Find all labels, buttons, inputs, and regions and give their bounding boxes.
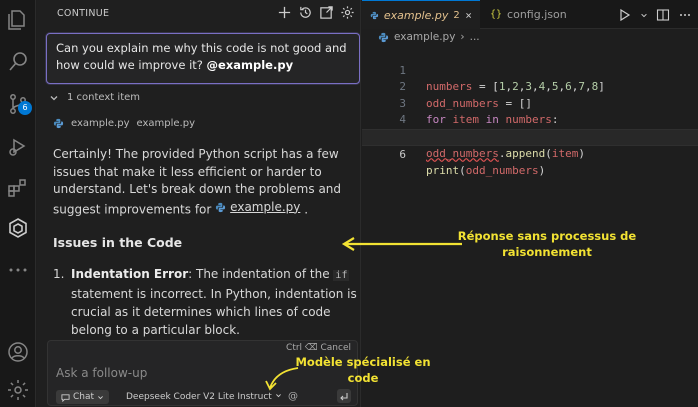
settings-icon[interactable] — [6, 378, 30, 402]
continue-panel: CONTINUE Can you explain me why this cod… — [37, 0, 361, 407]
breadcrumb-more[interactable]: ... — [469, 31, 480, 43]
line-number: 1 — [399, 63, 406, 77]
model-select[interactable]: Deepseek Coder V2 Lite Instruct — [126, 390, 282, 404]
annotation-arrow — [341, 237, 462, 251]
code-line: 1 numbers = [1,2,3,4,5,6,7,8] — [362, 46, 698, 94]
split-editor-icon[interactable] — [656, 7, 670, 21]
line-text: print(odd_numbers) — [426, 164, 546, 178]
code-line: 6 print(odd_numbers) — [362, 128, 698, 177]
more-icon[interactable] — [6, 258, 30, 282]
mention-button[interactable]: @ — [288, 391, 298, 402]
tab-label: example.py — [383, 8, 449, 22]
account-icon[interactable] — [6, 340, 30, 364]
line-text: odd_numbers = [] — [426, 96, 532, 110]
extensions-icon[interactable] — [6, 176, 30, 200]
chevron-down-icon — [275, 394, 281, 398]
model-label: Deepseek Coder V2 Lite Instruct — [126, 392, 272, 402]
more-actions-icon[interactable] — [678, 7, 692, 21]
line-number: 4 — [399, 113, 406, 127]
panel-title: CONTINUE — [57, 8, 110, 19]
annotation-model: Modèle spécialisé en code — [295, 355, 431, 385]
answer-end: . — [304, 201, 309, 216]
gear-icon[interactable] — [340, 5, 355, 20]
line-text: odd_numbers.append(item) — [426, 146, 585, 160]
python-file-icon — [370, 11, 379, 19]
search-icon[interactable] — [6, 50, 30, 74]
context-file-name: example.py — [71, 118, 130, 129]
inline-code: if — [333, 270, 350, 281]
activity-bar: 6 — [0, 0, 36, 407]
editor-tabs: example.py 2 {} config.json — [362, 0, 698, 29]
close-icon[interactable] — [465, 11, 472, 20]
python-file-icon — [216, 202, 226, 212]
breadcrumb: example.py › ... — [378, 31, 480, 43]
enter-icon — [340, 393, 348, 401]
list-item: 1. Indentation Error: The indentation of… — [53, 265, 359, 339]
open-new-window-icon[interactable] — [319, 5, 334, 20]
context-file-path: example.py — [136, 118, 196, 129]
breadcrumb-file[interactable]: example.py — [394, 31, 456, 43]
line-number: 2 — [399, 80, 406, 94]
python-file-icon — [53, 118, 64, 129]
send-button[interactable] — [337, 389, 351, 403]
mode-select[interactable]: Chat — [56, 390, 110, 404]
panel-header: CONTINUE — [37, 0, 360, 28]
problem-count: 2 — [453, 9, 460, 21]
context-label: 1 context item — [67, 92, 141, 103]
answer-file-link[interactable]: example.py — [230, 199, 301, 214]
tab-config-json[interactable]: {} config.json — [482, 0, 572, 29]
explorer-icon[interactable] — [6, 8, 30, 32]
run-debug-icon[interactable] — [6, 134, 30, 158]
code-line: 2 odd_numbers = [] — [362, 63, 698, 110]
followup-box: Ctrl ⌫ Cancel Chat Deepseek Coder V2 Lit… — [47, 340, 358, 406]
issues-heading: Issues in the Code — [53, 235, 183, 250]
question-text: Can you explain me why this code is not … — [56, 41, 347, 72]
annotation-arrow — [265, 367, 299, 391]
user-question[interactable]: Can you explain me why this code is not … — [46, 33, 360, 84]
tab-label: config.json — [507, 8, 567, 21]
history-icon[interactable] — [298, 5, 313, 20]
code-line: 3 for item in numbers: — [362, 79, 698, 127]
assistant-answer: Certainly! The provided Python script ha… — [53, 146, 353, 218]
json-file-icon: {} — [490, 9, 503, 20]
issue-text-before: : The indentation of the — [188, 267, 330, 281]
new-session-icon[interactable] — [277, 5, 292, 20]
run-icon[interactable] — [618, 7, 632, 22]
issue-title: Indentation Error — [71, 267, 189, 281]
line-number: 3 — [399, 96, 406, 110]
breadcrumb-separator: › — [460, 31, 465, 43]
chevron-down-icon[interactable] — [640, 7, 648, 21]
line-text: for item in numbers: — [426, 113, 559, 127]
continue-icon[interactable] — [6, 216, 30, 240]
file-mention[interactable]: @example.py — [206, 58, 294, 72]
tab-example-py[interactable]: example.py 2 — [362, 0, 480, 29]
cancel-shortcut[interactable]: Ctrl ⌫ Cancel — [286, 343, 351, 353]
mode-label: Chat — [73, 392, 95, 402]
chevron-down-icon — [98, 395, 103, 399]
issue-number: 1. — [53, 267, 65, 281]
source-control-badge: 6 — [18, 101, 32, 115]
context-toggle[interactable]: 1 context item — [49, 92, 140, 103]
line-number: 6 — [399, 147, 406, 161]
issue-text-after: statement is incorrect. In Python, inden… — [71, 287, 357, 337]
chat-icon — [61, 393, 70, 402]
code-line: 4 if item % 2 == 1: — [362, 96, 698, 143]
context-file-item[interactable]: example.py example.py — [53, 118, 195, 129]
chevron-down-icon — [50, 95, 58, 100]
python-file-icon — [378, 32, 389, 42]
followup-input[interactable] — [56, 366, 256, 380]
code-line: 5 odd_numbers.append(item) — [362, 112, 698, 160]
code-editor[interactable]: 1 numbers = [1,2,3,4,5,6,7,8] 2 odd_numb… — [362, 46, 698, 177]
answer-intro: Certainly! The provided Python script ha… — [53, 147, 342, 216]
line-text: numbers = [1,2,3,4,5,6,7,8] — [426, 80, 605, 94]
annotation-response: Réponse sans processus de raisonnement — [457, 229, 637, 259]
